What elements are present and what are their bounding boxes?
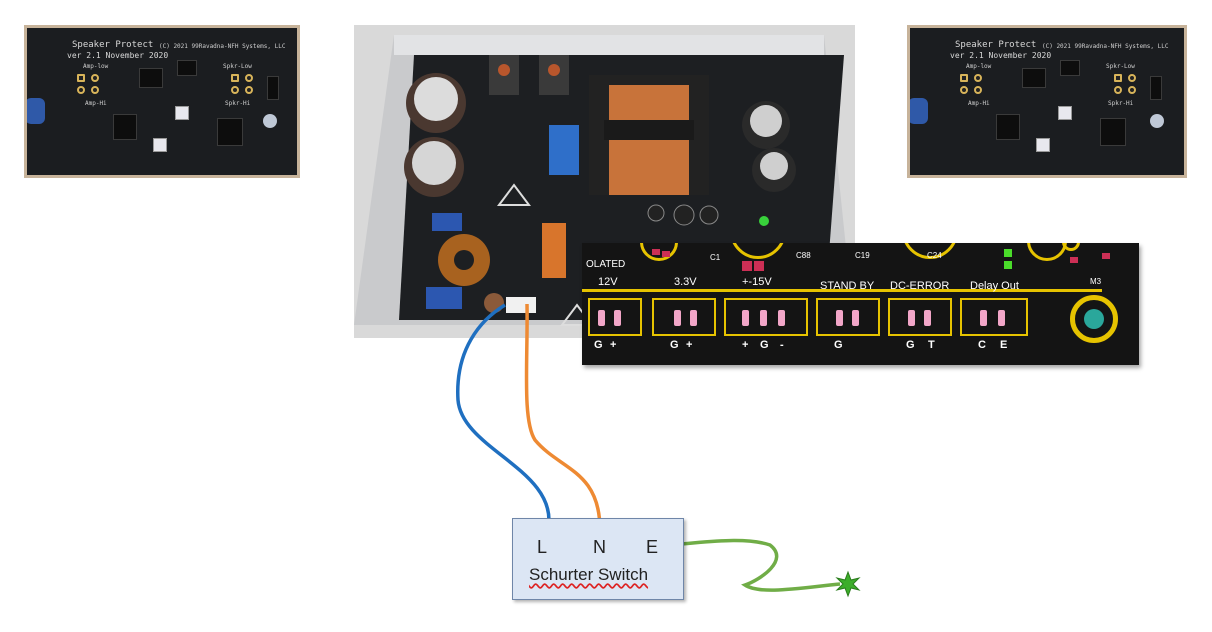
pcb-ref-c19: C19	[855, 251, 870, 260]
board-label-amp-hi: Amp-Hi	[968, 100, 990, 107]
board-copyright: (C) 2021 99Ravadna-NFH Systems, LLC	[1042, 43, 1169, 50]
board-copyright: (C) 2021 99Ravadna-NFH Systems, LLC	[159, 43, 286, 50]
pin-3v3-plus: +	[686, 339, 693, 351]
switch-terminal-l: L	[537, 537, 548, 557]
pcb-ref-c88: C88	[796, 251, 811, 260]
board-label-spkr-hi: Spkr-Hi	[225, 100, 251, 107]
board-label-amp-hi: Amp-Hi	[85, 100, 107, 107]
header-label-dc-error: DC-ERROR	[890, 280, 950, 292]
pin-12v-plus: +	[610, 339, 617, 351]
switch-terminal-n: N	[593, 537, 606, 557]
speaker-protect-board-right: Speaker Protect ver 2.1 November 2020 (C…	[907, 25, 1187, 178]
terminal-12v	[588, 298, 642, 336]
board-label-amp-low: Amp-low	[966, 63, 992, 70]
pin-15v-plus: +	[742, 339, 749, 351]
board-version: ver 2.1 November 2020	[67, 51, 169, 60]
switch-name: Schurter Switch	[529, 565, 649, 584]
wire-line-blue	[456, 303, 551, 531]
pin-dc-error-t: T	[928, 339, 935, 351]
pin-12v-g: G	[594, 339, 603, 351]
terminal-standby	[816, 298, 880, 336]
speaker-protect-board-left: Speaker Protect ver 2.1 November 2020 (C…	[24, 25, 300, 178]
board-title: Speaker Protect	[72, 40, 154, 50]
terminal-3v3	[652, 298, 716, 336]
board-label-spkr-low: Spkr-Low	[223, 63, 252, 70]
header-label-3v3: 3.3V	[674, 276, 697, 288]
mounting-hole	[1070, 295, 1118, 343]
pin-delay-out-c: C	[978, 339, 986, 351]
board-version: ver 2.1 November 2020	[950, 51, 1052, 60]
header-label-15v: +-15V	[742, 276, 772, 288]
pcb-ref-c1: C1	[710, 253, 721, 262]
board-label-spkr-low: Spkr-Low	[1106, 63, 1135, 70]
board-title: Speaker Protect	[955, 40, 1037, 50]
pin-standby-g: G	[834, 339, 843, 351]
pin-delay-out-e: E	[1000, 339, 1008, 351]
wire-earth-green	[661, 538, 841, 592]
pin-15v-g: G	[760, 339, 769, 351]
header-label-12v: 12V	[598, 276, 618, 288]
board-label-amp-low: Amp-low	[83, 63, 109, 70]
pcb-partial-label: OLATED	[586, 259, 626, 270]
board-label-spkr-hi: Spkr-Hi	[1108, 100, 1134, 107]
pcb-ref-m3: M3	[1090, 277, 1102, 286]
terminal-delay-out	[960, 298, 1028, 336]
pcb-layout-screenshot: OLATED C1 C88 C19 C24 12V G + 3.3V G + +…	[582, 243, 1139, 365]
terminal-15v	[724, 298, 808, 336]
switch-terminal-e: E	[646, 537, 659, 557]
terminal-dc-error	[888, 298, 952, 336]
schurter-switch-box: L N E Schurter Switch	[512, 518, 684, 600]
pcb-ref-c24: C24	[927, 251, 942, 260]
pin-dc-error-g: G	[906, 339, 915, 351]
pin-3v3-g: G	[670, 339, 679, 351]
header-label-delay-out: Delay Out	[970, 280, 1019, 292]
header-label-standby: STAND BY	[820, 280, 875, 292]
pin-15v-minus: -	[780, 339, 784, 351]
ground-star-icon	[835, 570, 861, 598]
